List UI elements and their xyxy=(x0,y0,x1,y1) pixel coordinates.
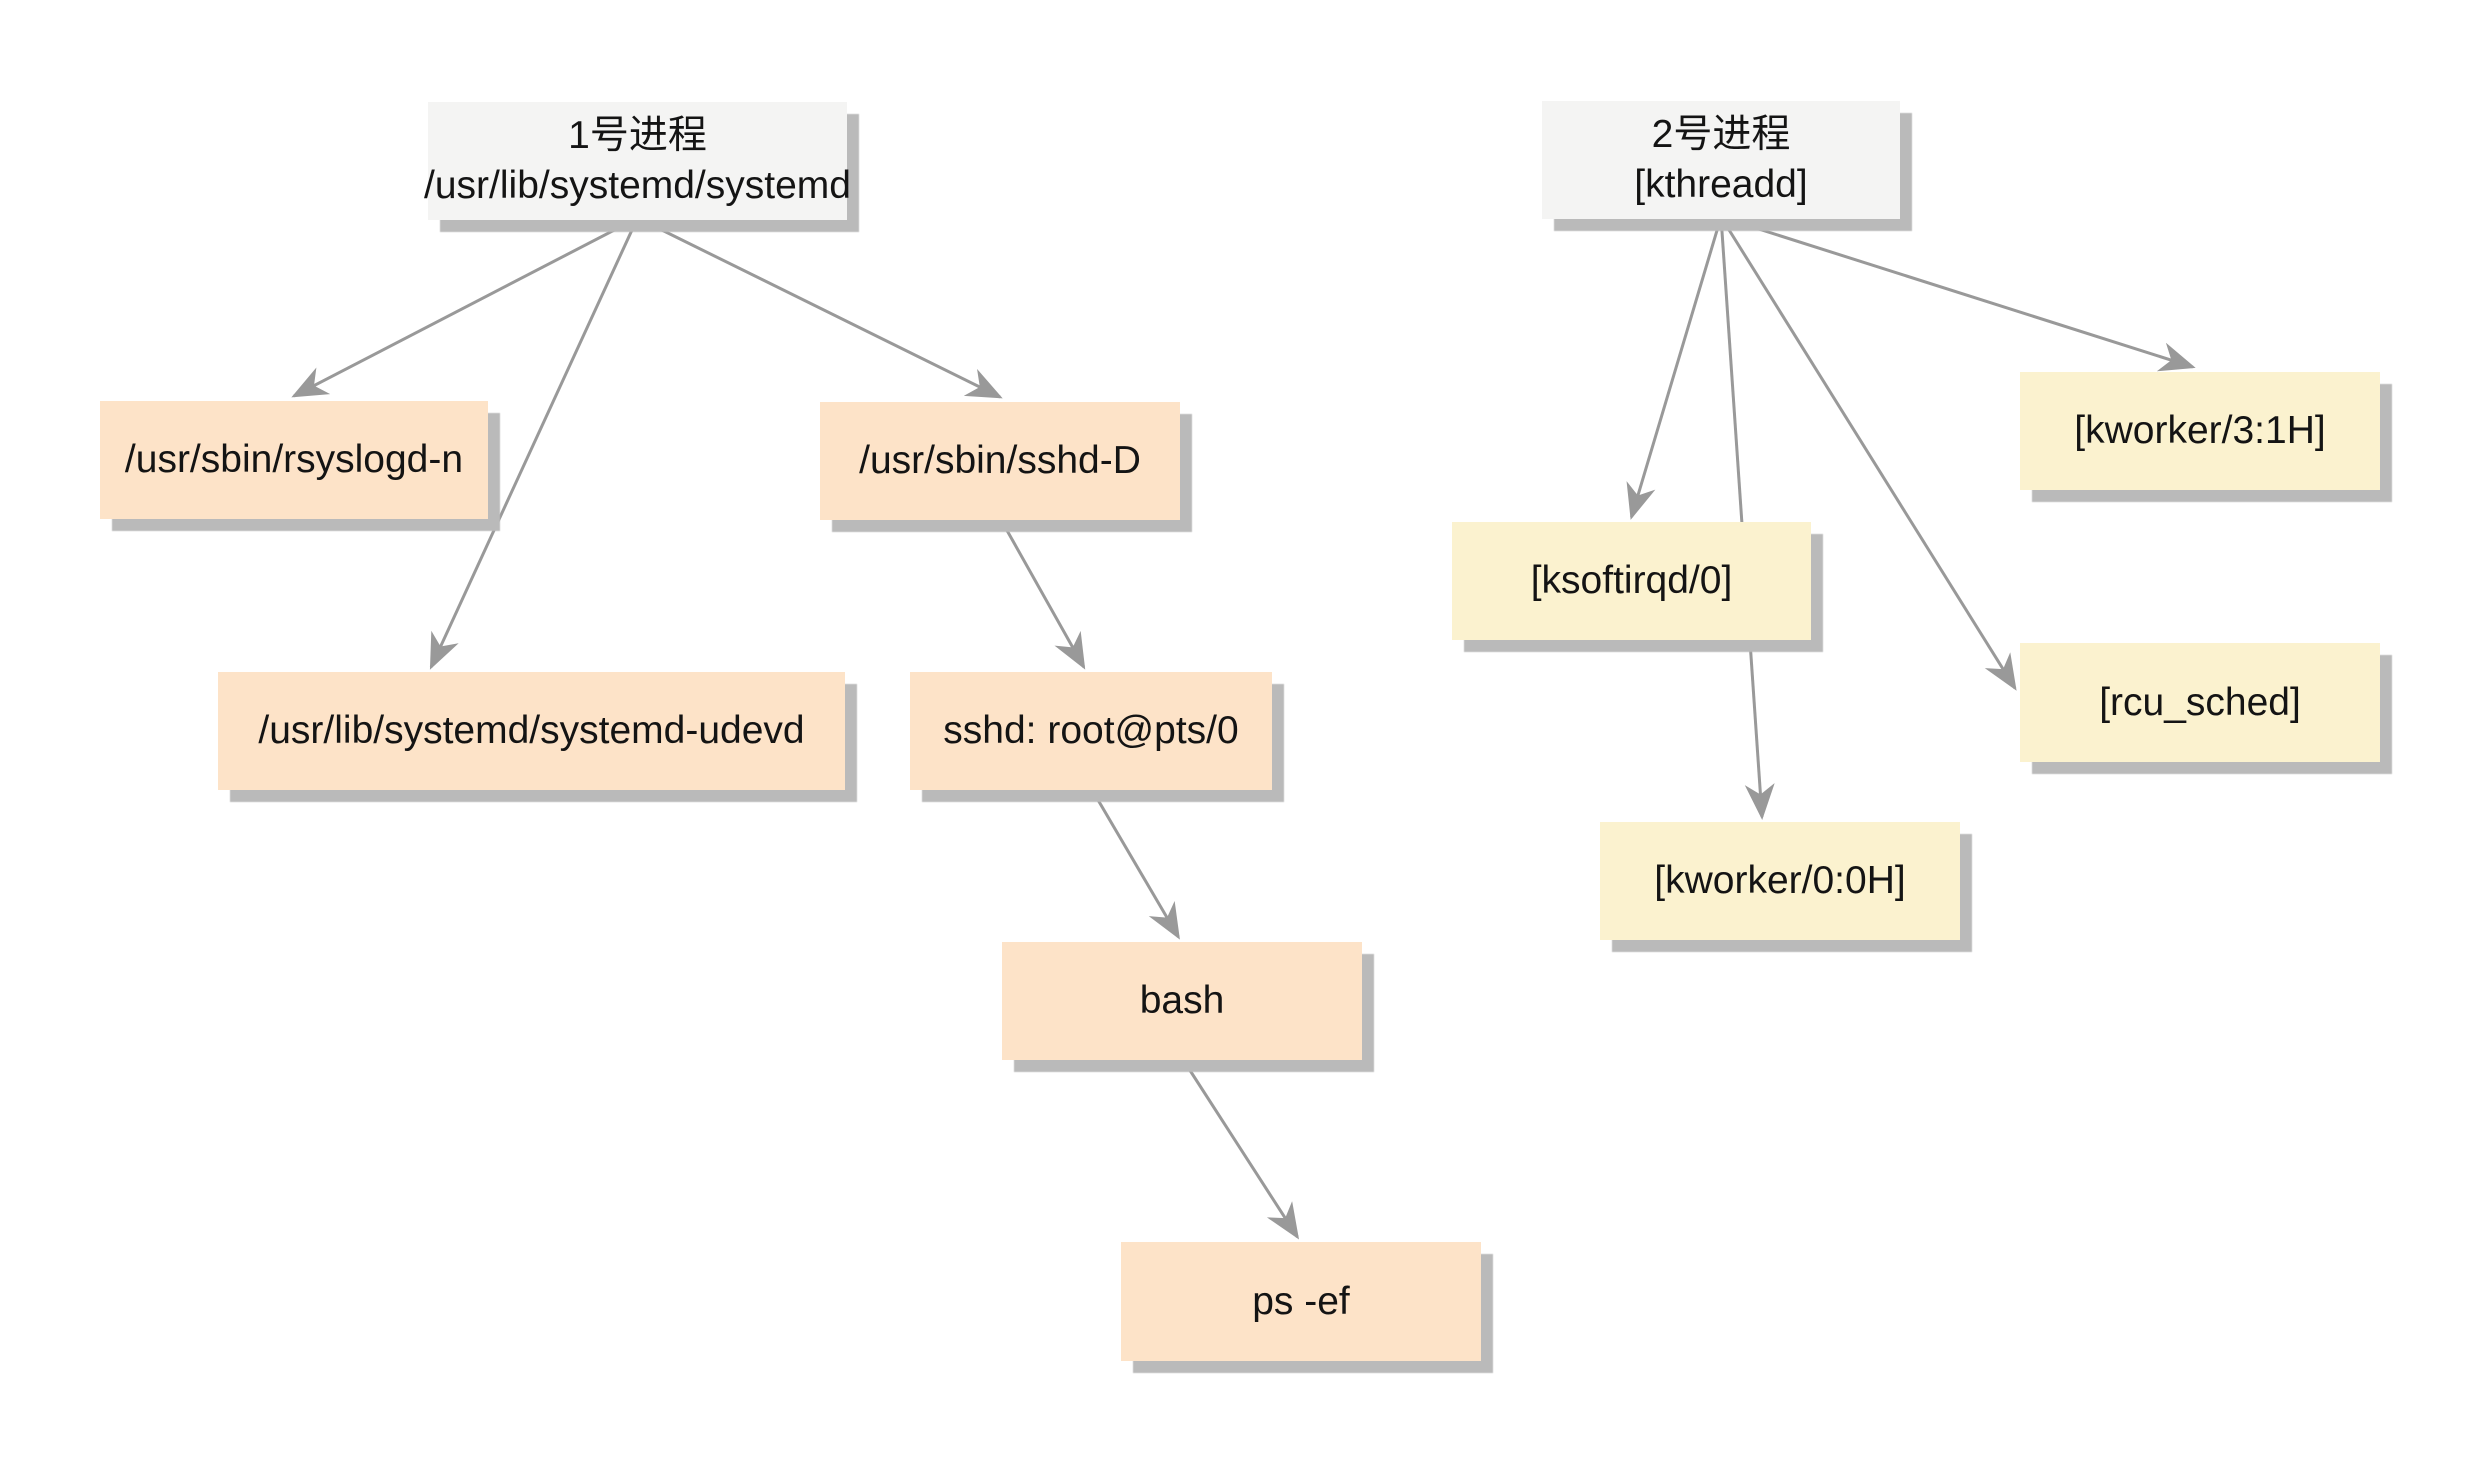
process-node-label: 1号进程 xyxy=(568,114,707,158)
edge-systemd-to-sshd_d xyxy=(636,216,1003,399)
edge-sshd_pts-to-bash xyxy=(1089,787,1180,940)
process-node-rsyslogd: /usr/sbin/rsyslogd-n xyxy=(100,401,488,519)
process-node-kworker00h: [kworker/0:0H] xyxy=(1600,822,1960,940)
process-node-kworker31h: [kworker/3:1H] xyxy=(2020,372,2380,490)
process-node-label: [kworker/0:0H] xyxy=(1654,859,1906,903)
process-node-label: [ksoftirqd/0] xyxy=(1530,559,1733,603)
edge-kthreadd-to-rcu_sched xyxy=(1719,216,2017,691)
process-node-udevd: /usr/lib/systemd/systemd-udevd xyxy=(218,672,845,790)
process-node-rcu_sched: [rcu_sched] xyxy=(2020,643,2380,762)
process-node-label: /usr/lib/systemd/systemd-udevd xyxy=(258,709,805,753)
process-node-ksoftirqd: [ksoftirqd/0] xyxy=(1452,522,1811,640)
process-node-bash: bash xyxy=(1002,942,1362,1060)
process-node-sshd_d: /usr/sbin/sshd-D xyxy=(820,402,1180,520)
edge-sshd_d-to-sshd_pts xyxy=(998,517,1086,670)
process-node-label: 2号进程 xyxy=(1651,113,1791,157)
process-node-label: [kworker/3:1H] xyxy=(2074,409,2326,453)
process-node-label: [kthreadd] xyxy=(1634,163,1808,206)
process-node-label: sshd: root@pts/0 xyxy=(943,709,1239,753)
process-node-sshd_pts: sshd: root@pts/0 xyxy=(910,672,1272,790)
process-node-kthreadd: 2号进程 [kthreadd] xyxy=(1542,101,1900,219)
process-node-label: /usr/sbin/sshd-D xyxy=(859,439,1141,483)
process-node-systemd: 1号进程/usr/lib/systemd/systemd xyxy=(424,102,851,220)
edge-bash-to-ps_ef xyxy=(1180,1057,1300,1240)
edge-systemd-to-rsyslogd xyxy=(291,216,639,398)
process-node-label: /usr/lib/systemd/systemd xyxy=(424,164,851,207)
process-node-label: /usr/sbin/rsyslogd-n xyxy=(124,438,464,482)
edge-kthreadd-to-kworker31h xyxy=(1720,215,2196,372)
process-node-ps_ef: ps -ef xyxy=(1121,1242,1481,1361)
edge-systemd-to-udevd xyxy=(429,217,639,670)
process-node-label: [rcu_sched] xyxy=(2099,680,2301,724)
edge-kthreadd-to-ksoftirqd xyxy=(1626,216,1723,520)
edge-kthreadd-to-kworker00h xyxy=(1719,216,1775,820)
process-node-label: ps -ef xyxy=(1252,1279,1350,1323)
process-node-label: bash xyxy=(1139,979,1225,1023)
